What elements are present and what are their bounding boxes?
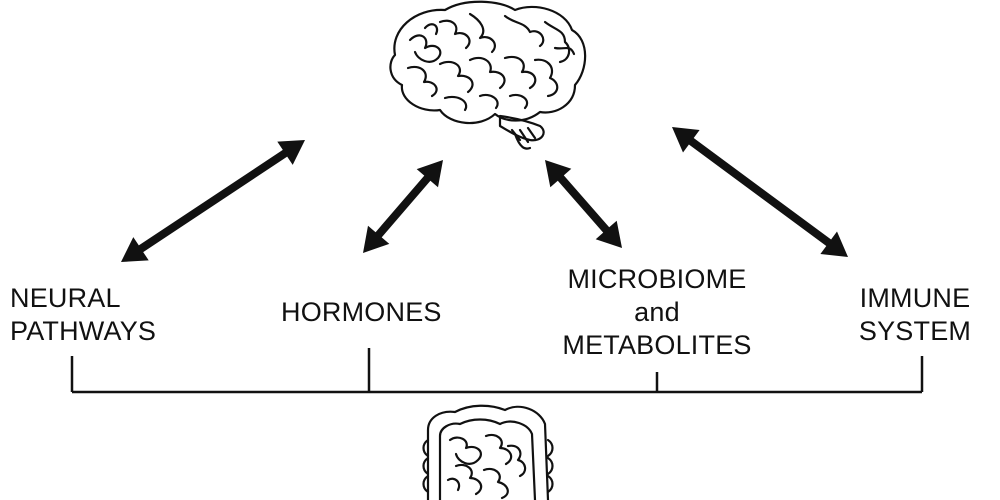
arrow-immune-system <box>672 127 848 257</box>
label-hormones: HORMONES <box>281 296 442 329</box>
label-neural-line-1: NEURAL <box>10 283 121 313</box>
label-immune-line-2: SYSTEM <box>858 316 972 346</box>
arrow-microbiome <box>545 160 622 248</box>
brain-icon <box>389 0 587 150</box>
label-microbiome-line-1: MICROBIOME <box>567 264 747 294</box>
label-neural-pathways: NEURAL PATHWAYS <box>10 282 156 348</box>
bracket <box>70 348 924 394</box>
label-microbiome-line-2: and <box>634 297 680 327</box>
arrows-group <box>121 127 848 262</box>
label-neural-line-2: PATHWAYS <box>10 316 157 346</box>
label-microbiome-metabolites: MICROBIOME and METABOLITES <box>549 263 765 362</box>
arrow-neural-pathways <box>121 140 305 262</box>
label-hormones-line-1: HORMONES <box>281 297 442 327</box>
label-immune-line-1: IMMUNE <box>859 283 971 313</box>
intestine-icon <box>422 404 554 500</box>
label-microbiome-line-3: METABOLITES <box>562 330 752 360</box>
label-immune-system: IMMUNE SYSTEM <box>850 282 980 348</box>
arrow-hormones <box>363 160 443 253</box>
